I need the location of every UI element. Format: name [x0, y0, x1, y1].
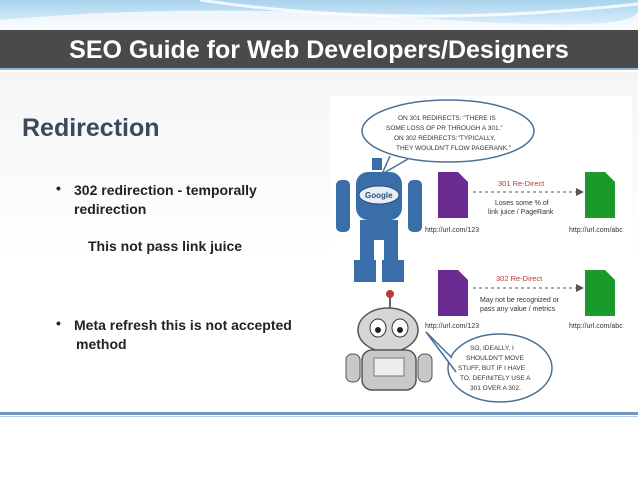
bubble-top-line4: THEY WOULDN'T FLOW PAGERANK."	[396, 145, 512, 152]
header-decoration	[0, 0, 638, 30]
redirect-illustration: ON 301 REDIRECTS: "THERE IS SOME LOSS OF…	[330, 96, 632, 404]
redirect-302-row: 302 Re-Direct May not be recognized or p…	[425, 270, 623, 330]
footer-divider	[0, 412, 638, 415]
link-juice-note: This not pass link juice	[88, 238, 243, 254]
redirect-302-label: 302 Re-Direct	[496, 274, 543, 283]
bubble-top-line2: SOME LOSS OF PR THROUGH A 301."	[386, 125, 503, 132]
moz-robot	[345, 290, 433, 391]
bubble-bottom-line1: SO, IDEALLY, I	[470, 345, 514, 352]
google-robot-label: Google	[365, 191, 393, 200]
bullet-text-line1: Meta refresh this is not accepted	[74, 317, 292, 333]
bubble-bottom-line4: TO, DEFINITELY USE A	[460, 375, 531, 382]
bullet-text-line1: 302 redirection - temporally	[74, 182, 257, 198]
slide-title: SEO Guide for Web Developers/Designers	[69, 36, 569, 64]
bullet-302-redirection: • 302 redirection - temporally redirecti…	[56, 180, 324, 219]
source-page-icon	[438, 172, 468, 218]
bullet-marker: •	[56, 180, 61, 196]
redirect-302-note2: pass any value / metrics	[480, 306, 556, 313]
bubble-bottom-line3: STUFF, BUT IF I HAVE	[458, 365, 526, 372]
bubble-bottom-line2: SHOULDN'T MOVE	[466, 355, 524, 362]
redirect-302-note1: May not be recognized or	[480, 297, 560, 304]
url-from-301: http://url.com/123	[425, 227, 479, 234]
redirect-301-label: 301 Re-Direct	[498, 179, 545, 188]
bullet-text-line2: method	[76, 336, 127, 352]
url-to-301: http://url.com/abc	[569, 227, 623, 234]
section-title: Redirection	[22, 114, 160, 142]
redirect-301-note1: Loses some % of	[495, 200, 549, 207]
bubble-bottom-line5: 301 OVER A 302.	[470, 385, 521, 392]
url-from-302: http://url.com/123	[425, 323, 479, 330]
bullet-meta-refresh: • Meta refresh this is not accepted meth…	[56, 315, 334, 354]
bullet-marker: •	[56, 315, 61, 331]
redirect-301-row: 301 Re-Direct Loses some % of link juice…	[425, 172, 623, 234]
google-robot: Google	[336, 158, 422, 282]
bubble-top-line3: ON 302 REDIRECTS:"TYPICALLY,	[394, 135, 496, 142]
speech-bubble-bottom: SO, IDEALLY, I SHOULDN'T MOVE STUFF, BUT…	[425, 331, 553, 403]
url-to-302: http://url.com/abc	[569, 323, 623, 330]
source-page-icon	[438, 270, 468, 316]
bubble-top-line1: ON 301 REDIRECTS: "THERE IS	[398, 115, 496, 122]
redirect-301-note2: link juice / PageRank	[488, 209, 554, 216]
footer-divider-thin	[0, 416, 638, 417]
target-page-icon	[585, 172, 615, 218]
target-page-icon	[585, 270, 615, 316]
slide-title-bar: SEO Guide for Web Developers/Designers	[0, 30, 638, 70]
bullet-text-line2: redirection	[74, 201, 147, 217]
speech-bubble-top: ON 301 REDIRECTS: "THERE IS SOME LOSS OF…	[361, 99, 535, 176]
